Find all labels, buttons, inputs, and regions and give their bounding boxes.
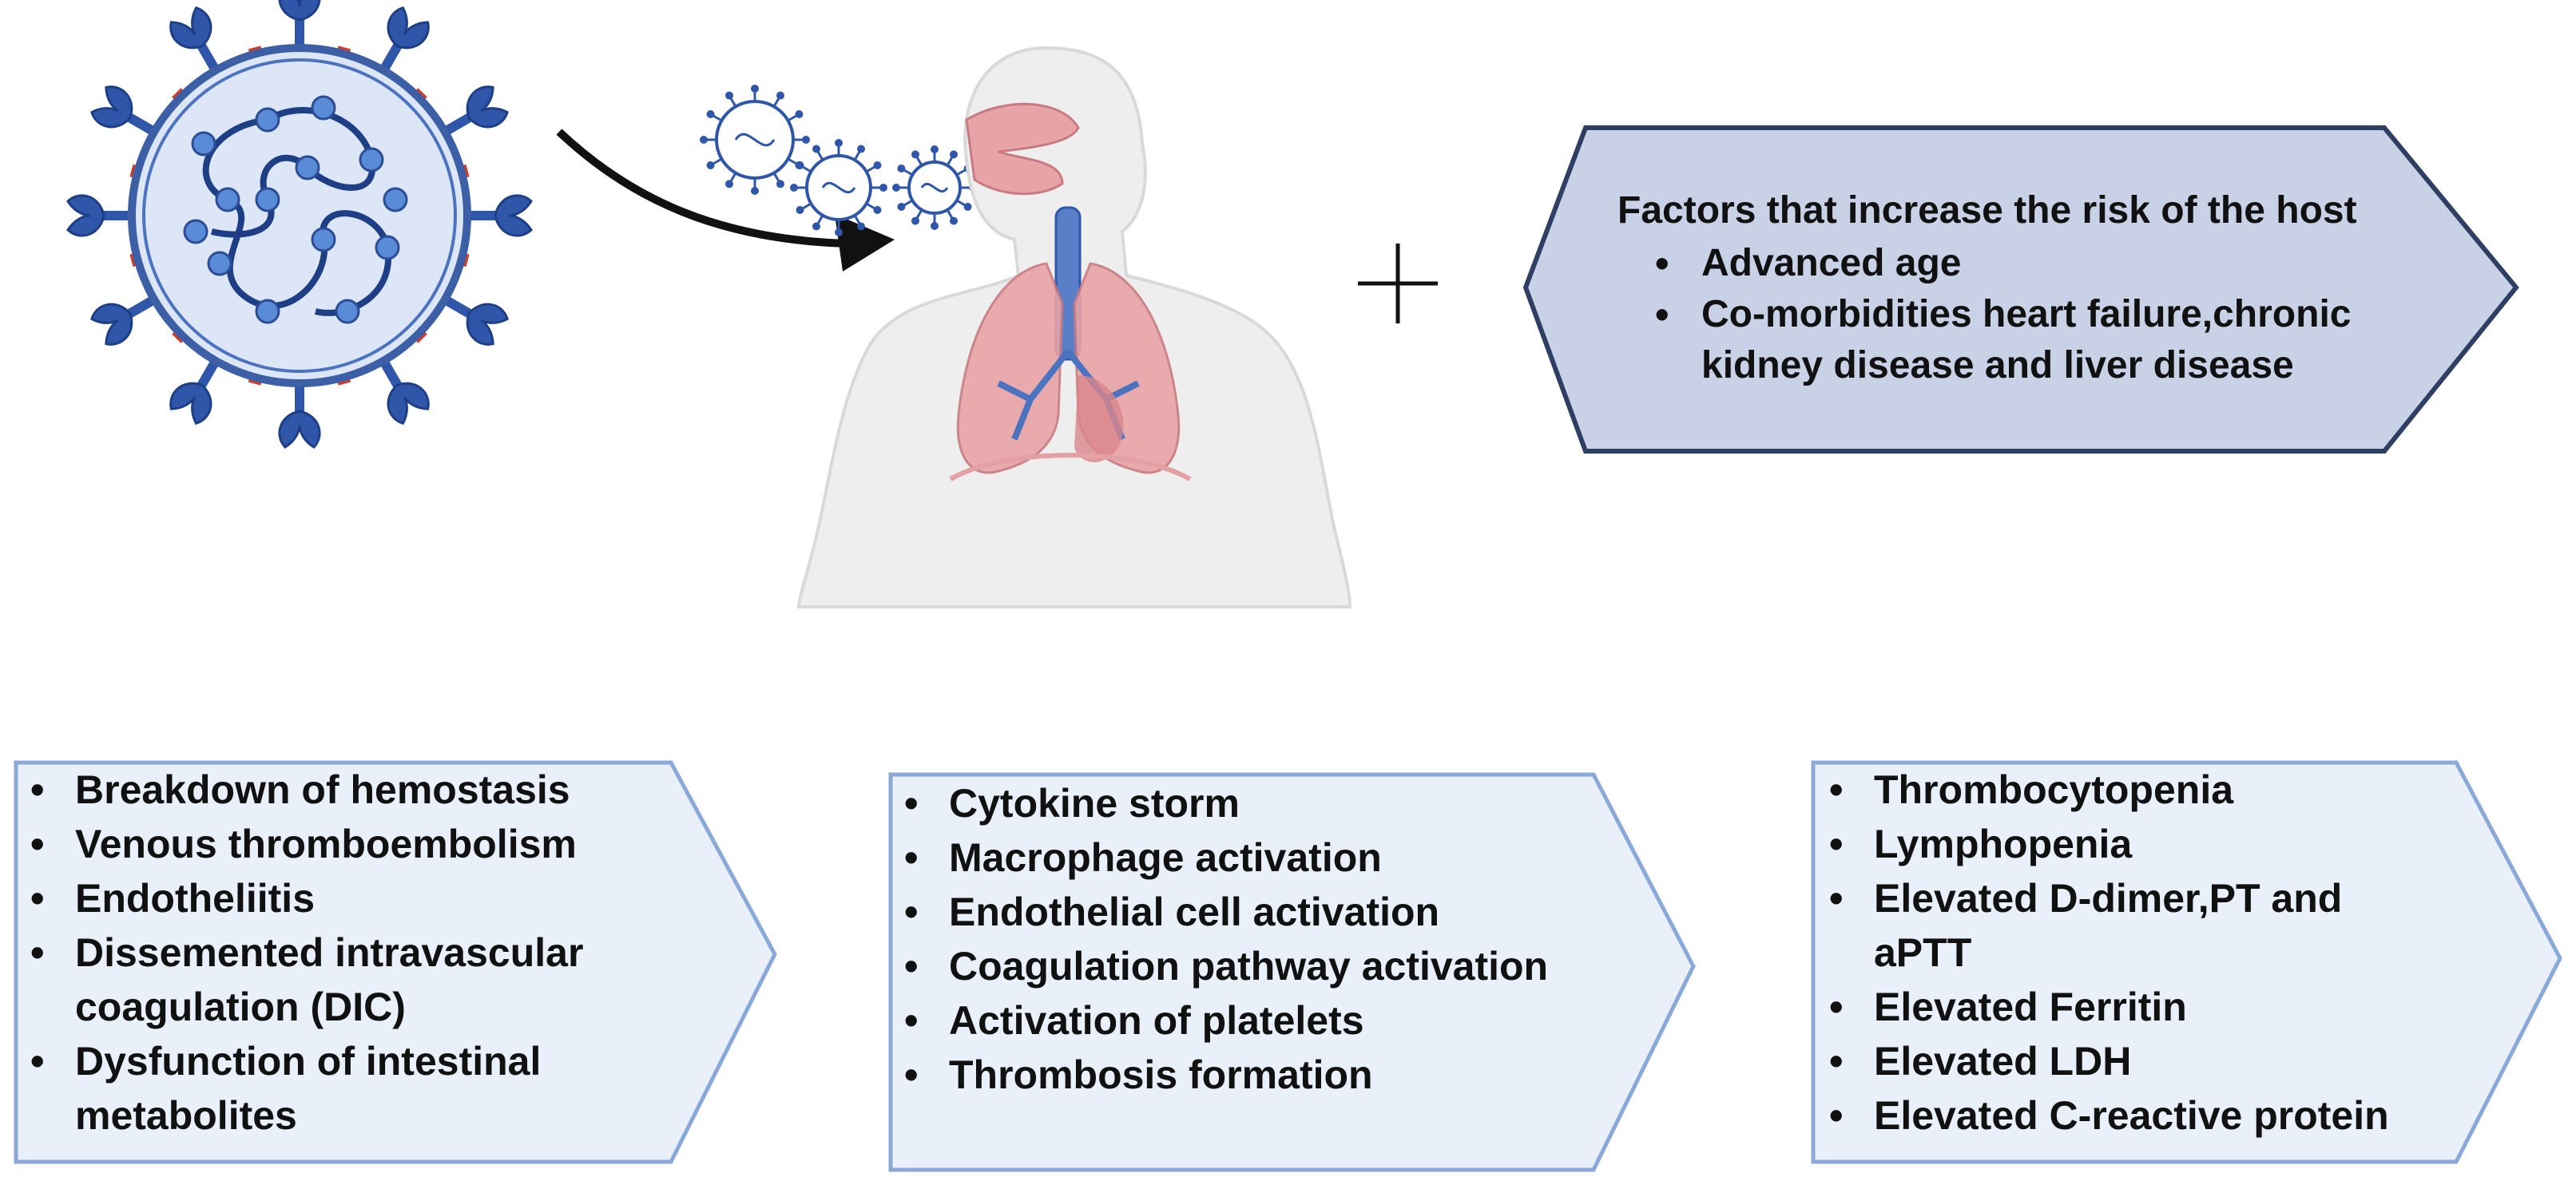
list-item: Dysfunction of intestinal metabolites [22,1034,645,1143]
list-item: Endotheliitis [22,871,645,925]
list-item: Thrombocytopenia [1821,763,2404,817]
list-item: Advanced age [1645,238,2468,289]
list-item: Cytokine storm [896,776,1615,830]
coronavirus-icon [66,0,533,449]
plus-icon [1358,244,1438,323]
list-item: Co-morbidities heart failure,chronic kid… [1645,289,2468,391]
list-item: Thrombosis formation [896,1048,1615,1102]
list-item: Activation of platelets [896,993,1615,1048]
lab-findings-list: Thrombocytopenia Lymphopenia Elevated D-… [1821,763,2404,1143]
list-item: Elevated C-reactive protein [1821,1088,2404,1143]
risk-factors-title: Factors that increase the risk of the ho… [1617,189,2357,232]
human-respiratory-icon [796,46,1352,608]
list-item: Breakdown of hemostasis [22,763,645,817]
immune-activation-list: Cytokine storm Macrophage activation End… [896,776,1615,1102]
list-item: Macrophage activation [896,830,1615,885]
curved-arrow-icon [556,129,895,271]
list-item: Coagulation pathway activation [896,939,1615,993]
list-item: Elevated LDH [1821,1034,2404,1088]
list-item: Elevated Ferritin [1821,980,2404,1034]
list-item: Lymphopenia [1821,817,2404,871]
list-item: Dissemented intravascular coagulation (D… [22,925,645,1034]
small-virus-icon [700,85,977,236]
list-item: Endothelial cell activation [896,885,1615,939]
risk-factors-list: Advanced age Co-morbidities heart failur… [1645,238,2468,391]
list-item: Venous thromboembolism [22,817,645,871]
hemostasis-list: Breakdown of hemostasis Venous thromboem… [22,763,645,1143]
list-item: Elevated D-dimer,PT and aPTT [1821,871,2404,980]
